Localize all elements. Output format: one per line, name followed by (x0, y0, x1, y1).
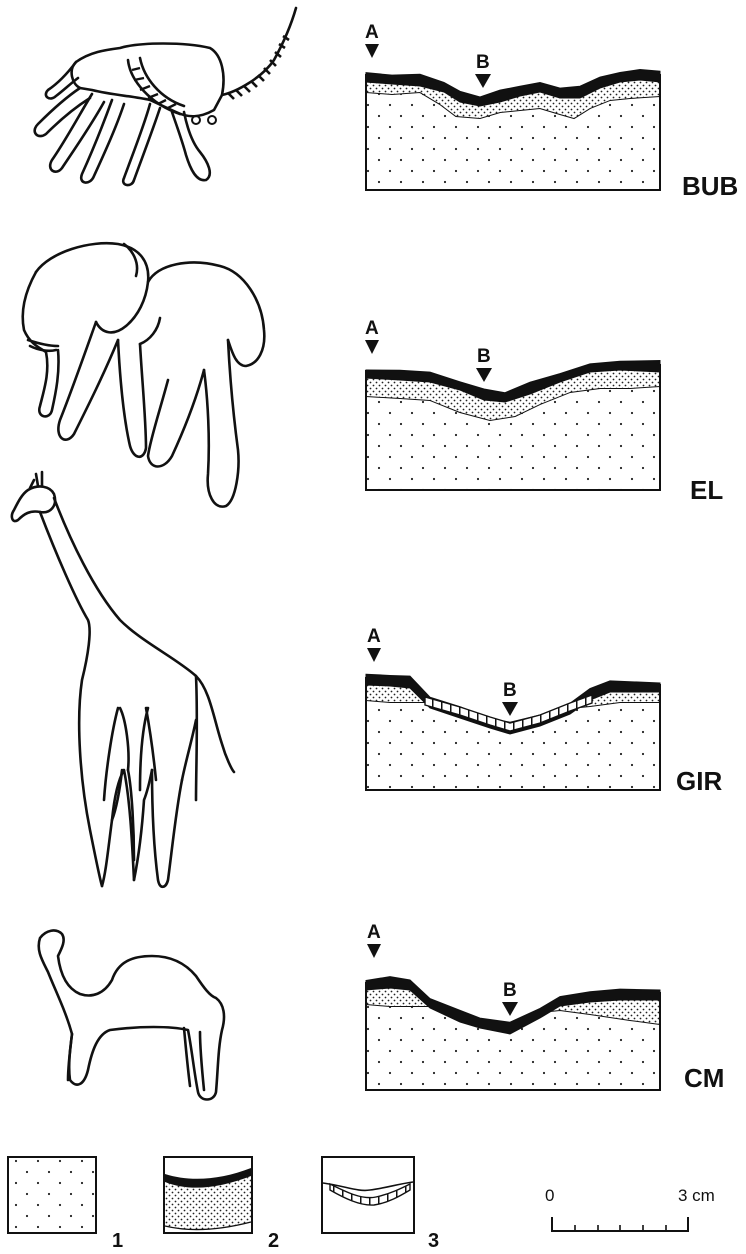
marker-a-arrow (367, 944, 381, 958)
legend-item-bedrock: 1 (8, 1157, 123, 1252)
giraffe-engraving (12, 472, 234, 887)
marker-a-label: A (365, 22, 379, 43)
legend-label-3: 3 (428, 1230, 439, 1252)
marker-b-arrow (475, 74, 491, 88)
marker-b-label: B (503, 980, 517, 1001)
profile-el: A B EL (365, 318, 723, 505)
marker-b-label: B (503, 680, 517, 701)
legend-item-patina: 2 (164, 1157, 279, 1252)
elephant-engraving (23, 243, 265, 506)
marker-b-label: B (477, 346, 491, 367)
scale-bar: 0 3 cm (545, 1186, 715, 1231)
scale-bar-start-label: 0 (545, 1186, 554, 1205)
legend-label-1: 1 (112, 1230, 123, 1252)
profile-code-label: GIR (676, 766, 722, 796)
marker-a-label: A (367, 626, 381, 647)
profile-cm: A B CM (366, 922, 724, 1093)
marker-a-arrow (365, 44, 379, 58)
profile-bedrock (366, 700, 660, 790)
marker-b-arrow (476, 368, 492, 382)
marker-b-arrow (502, 702, 518, 716)
profile-sections: A B BUB A B EL A B GIR A B CM (365, 22, 738, 1093)
marker-b-label: B (476, 52, 490, 73)
marker-b-arrow (502, 1002, 518, 1016)
marker-a-label: A (365, 318, 379, 339)
profile-code-label: EL (690, 475, 723, 505)
marker-a-arrow (367, 648, 381, 662)
marker-a-arrow (365, 340, 379, 354)
camel-engraving (39, 931, 224, 1100)
profile-code-label: CM (684, 1063, 724, 1093)
legend-item-engraving-groove: 3 (322, 1157, 439, 1252)
profile-bub: A B BUB (365, 22, 738, 201)
profile-code-label: BUB (682, 171, 738, 201)
marker-a-label: A (367, 922, 381, 943)
buffalo-engraving (35, 8, 296, 185)
scale-bar-end-label: 3 cm (678, 1186, 715, 1205)
legend-swatch-bedrock (8, 1157, 96, 1233)
legend-label-2: 2 (268, 1230, 279, 1252)
legend: 1 2 3 (8, 1157, 439, 1252)
profile-gir: A B GIR (366, 626, 722, 796)
